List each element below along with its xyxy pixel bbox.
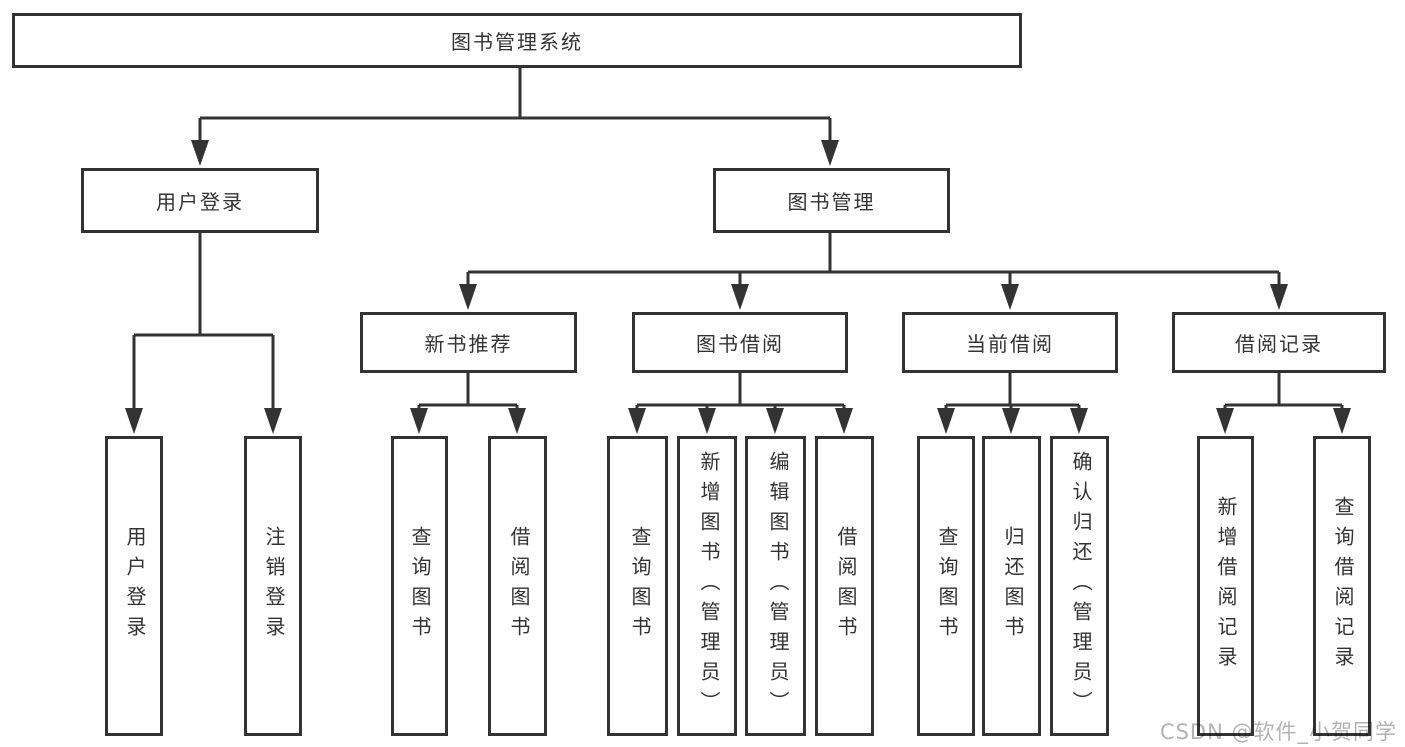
leaf-borrow-books-borrowing: 借阅图书	[815, 436, 874, 736]
leaf-borrow-books: 借阅图书	[488, 436, 547, 736]
leaf-edit-book-admin: 编辑图书（管理员）	[745, 436, 806, 736]
leaf-query-books-borrowing: 查询图书	[607, 436, 668, 736]
leaf-query-borrow-record: 查询借阅记录	[1313, 436, 1371, 736]
node-user-login: 用户登录	[81, 168, 319, 233]
leaf-add-book-admin: 新增图书（管理员）	[677, 436, 737, 736]
leaf-user-login: 用户登录	[105, 436, 163, 736]
leaf-add-borrow-record: 新增借阅记录	[1197, 436, 1254, 736]
node-book-management: 图书管理	[713, 168, 950, 233]
node-book-borrowing: 图书借阅	[632, 312, 848, 373]
node-root-library-system: 图书管理系统	[12, 13, 1022, 68]
leaf-query-books-current: 查询图书	[917, 436, 975, 736]
csdn-watermark: CSDN @软件_小贺同学	[1159, 720, 1397, 744]
leaf-return-book: 归还图书	[982, 436, 1041, 736]
node-current-borrowing: 当前借阅	[902, 312, 1118, 373]
leaf-confirm-return-admin: 确认归还（管理员）	[1050, 436, 1109, 736]
node-borrowing-records: 借阅记录	[1172, 312, 1386, 373]
leaf-logout: 注销登录	[244, 436, 302, 736]
node-new-book-recommendation: 新书推荐	[360, 312, 577, 373]
leaf-query-books: 查询图书	[391, 436, 448, 736]
